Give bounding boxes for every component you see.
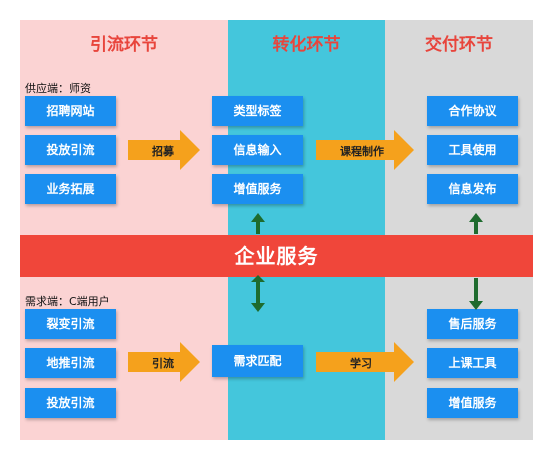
middle-lower-double-arrow	[251, 275, 265, 312]
demand-to-middle-arrow	[128, 342, 200, 382]
section-title-delivery: 交付环节	[425, 35, 493, 55]
supply-item-business-expansion: 业务拓展	[25, 174, 116, 204]
supply-side-label: 供应端：师资	[25, 82, 91, 95]
demand-side-label: 需求端：C端用户	[25, 295, 110, 308]
enterprise-services-band: 企业服务	[20, 235, 533, 277]
section-title-lead-generation: 引流环节	[90, 35, 158, 55]
right-upper-arrow	[469, 213, 483, 234]
supply-item-recruitment-site: 招聘网站	[25, 96, 116, 126]
middle-item-type-tags: 类型标签	[212, 96, 303, 126]
middle-item-demand-matching: 需求匹配	[212, 345, 303, 377]
supply-arrow-label: 招募	[152, 145, 174, 158]
supply-item-ad-traffic: 投放引流	[25, 135, 116, 165]
middle-item-value-added: 增值服务	[212, 174, 303, 204]
middle-top-arrow-label: 课程制作	[340, 145, 384, 158]
right-item-value-added: 增值服务	[427, 388, 518, 418]
middle-item-info-input: 信息输入	[212, 135, 303, 165]
right-lower-arrow	[469, 278, 483, 310]
demand-item-ad-traffic: 投放引流	[25, 388, 116, 418]
right-item-after-sales: 售后服务	[427, 309, 518, 339]
demand-item-offline-traffic: 地推引流	[25, 348, 116, 378]
right-item-class-tools: 上课工具	[427, 348, 518, 378]
middle-to-right-bottom-arrow	[316, 342, 414, 382]
right-item-cooperation-agreement: 合作协议	[427, 96, 518, 126]
middle-to-right-top-arrow	[316, 130, 414, 170]
right-item-tool-usage: 工具使用	[427, 135, 518, 165]
middle-bottom-arrow-label: 学习	[350, 357, 372, 370]
supply-to-middle-arrow	[128, 130, 200, 170]
middle-upper-double-arrow	[251, 213, 265, 234]
demand-arrow-label: 引流	[152, 357, 174, 370]
demand-item-viral-traffic: 裂变引流	[25, 309, 116, 339]
section-title-conversion: 转化环节	[272, 35, 341, 55]
right-item-info-publish: 信息发布	[427, 174, 518, 204]
